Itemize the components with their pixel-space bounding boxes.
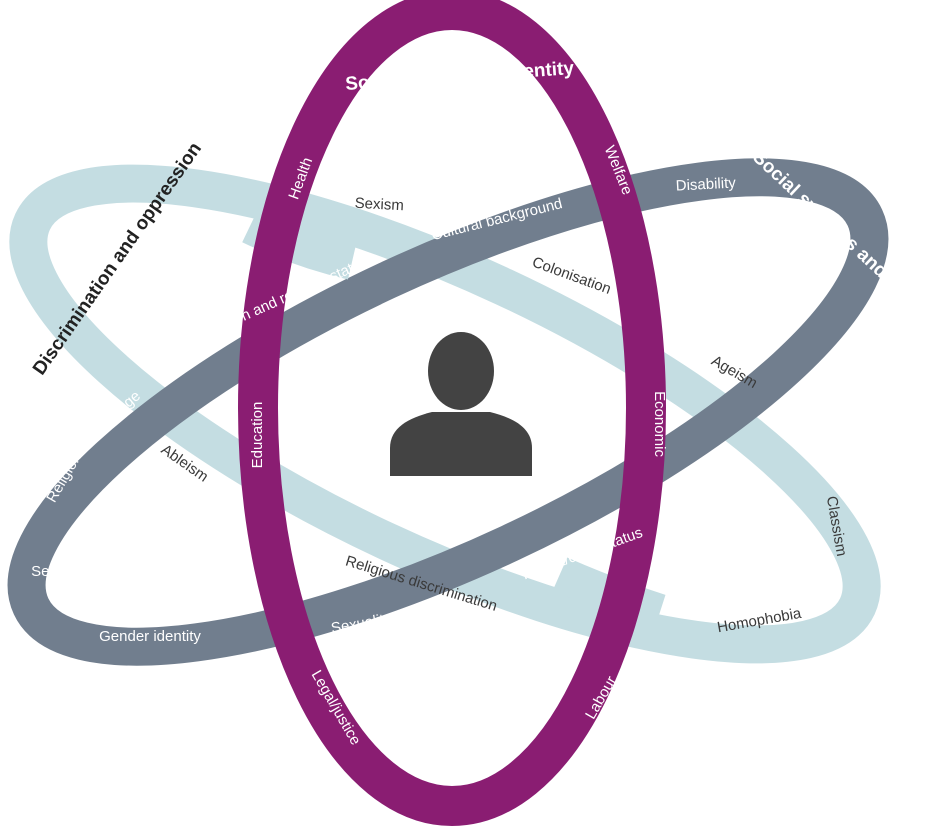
person-icon (390, 332, 532, 476)
label-education: Education (249, 402, 266, 469)
label-sexism: Sexism (354, 195, 404, 215)
label-sex: Sex (31, 563, 57, 580)
label-ageism: Ageism (708, 352, 760, 392)
label-gender-identity: Gender identity (99, 628, 201, 645)
label-disability: Disability (675, 174, 736, 194)
label-aboriginality: Aboriginality (797, 369, 861, 444)
label-economic: Economic (651, 391, 668, 457)
label-ethnicity: Ethnicity (691, 465, 748, 511)
social-systems-ring (7, 158, 889, 666)
social-status-ring (238, 0, 666, 826)
discrimination-ring (9, 164, 881, 664)
